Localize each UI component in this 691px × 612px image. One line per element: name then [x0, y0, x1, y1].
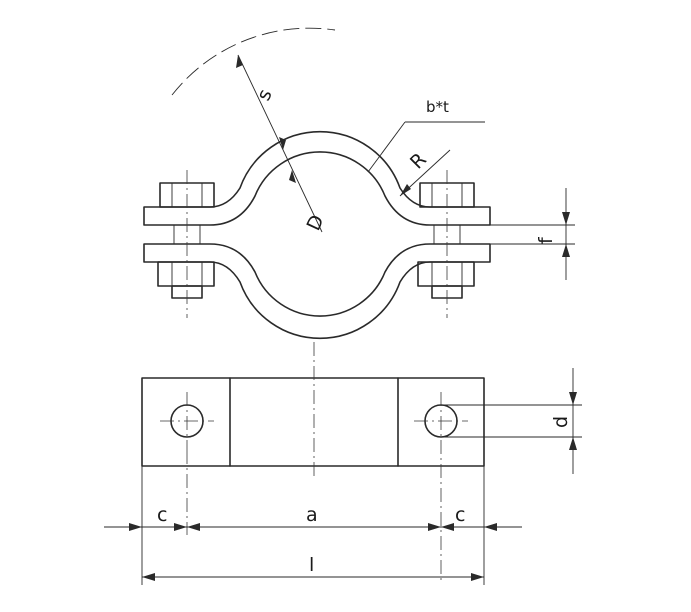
d-dimension: [441, 368, 582, 474]
right-bolt-shank: [433, 225, 461, 244]
f-dimension: [490, 188, 575, 280]
label-s: s: [253, 86, 277, 104]
r-leader: [399, 149, 451, 197]
label-a: a: [306, 504, 318, 526]
plan-outline: [141, 377, 485, 467]
label-bt: b*t: [426, 98, 449, 116]
cac-dimension: [104, 466, 522, 585]
upper-strap: [143, 130, 491, 226]
clamp-front-view: s D b*t R f: [143, 27, 575, 340]
pipe-reference-arc: [171, 27, 336, 96]
bt-leader: [367, 121, 485, 173]
label-f: f: [535, 236, 557, 244]
left-nut: [157, 261, 215, 299]
clamp-plan-view: d c a c l: [104, 342, 582, 585]
l-dimension: [142, 573, 484, 581]
label-c-left: c: [157, 504, 167, 526]
s-dimension: [236, 54, 323, 233]
lower-strap: [143, 243, 491, 340]
label-c-right: c: [455, 504, 465, 526]
right-nut: [417, 261, 475, 299]
label-r: R: [406, 149, 431, 174]
left-bolt-shank: [173, 225, 201, 244]
label-l: l: [309, 554, 314, 576]
label-d: d: [550, 416, 572, 428]
label-diameter: D: [303, 212, 329, 235]
